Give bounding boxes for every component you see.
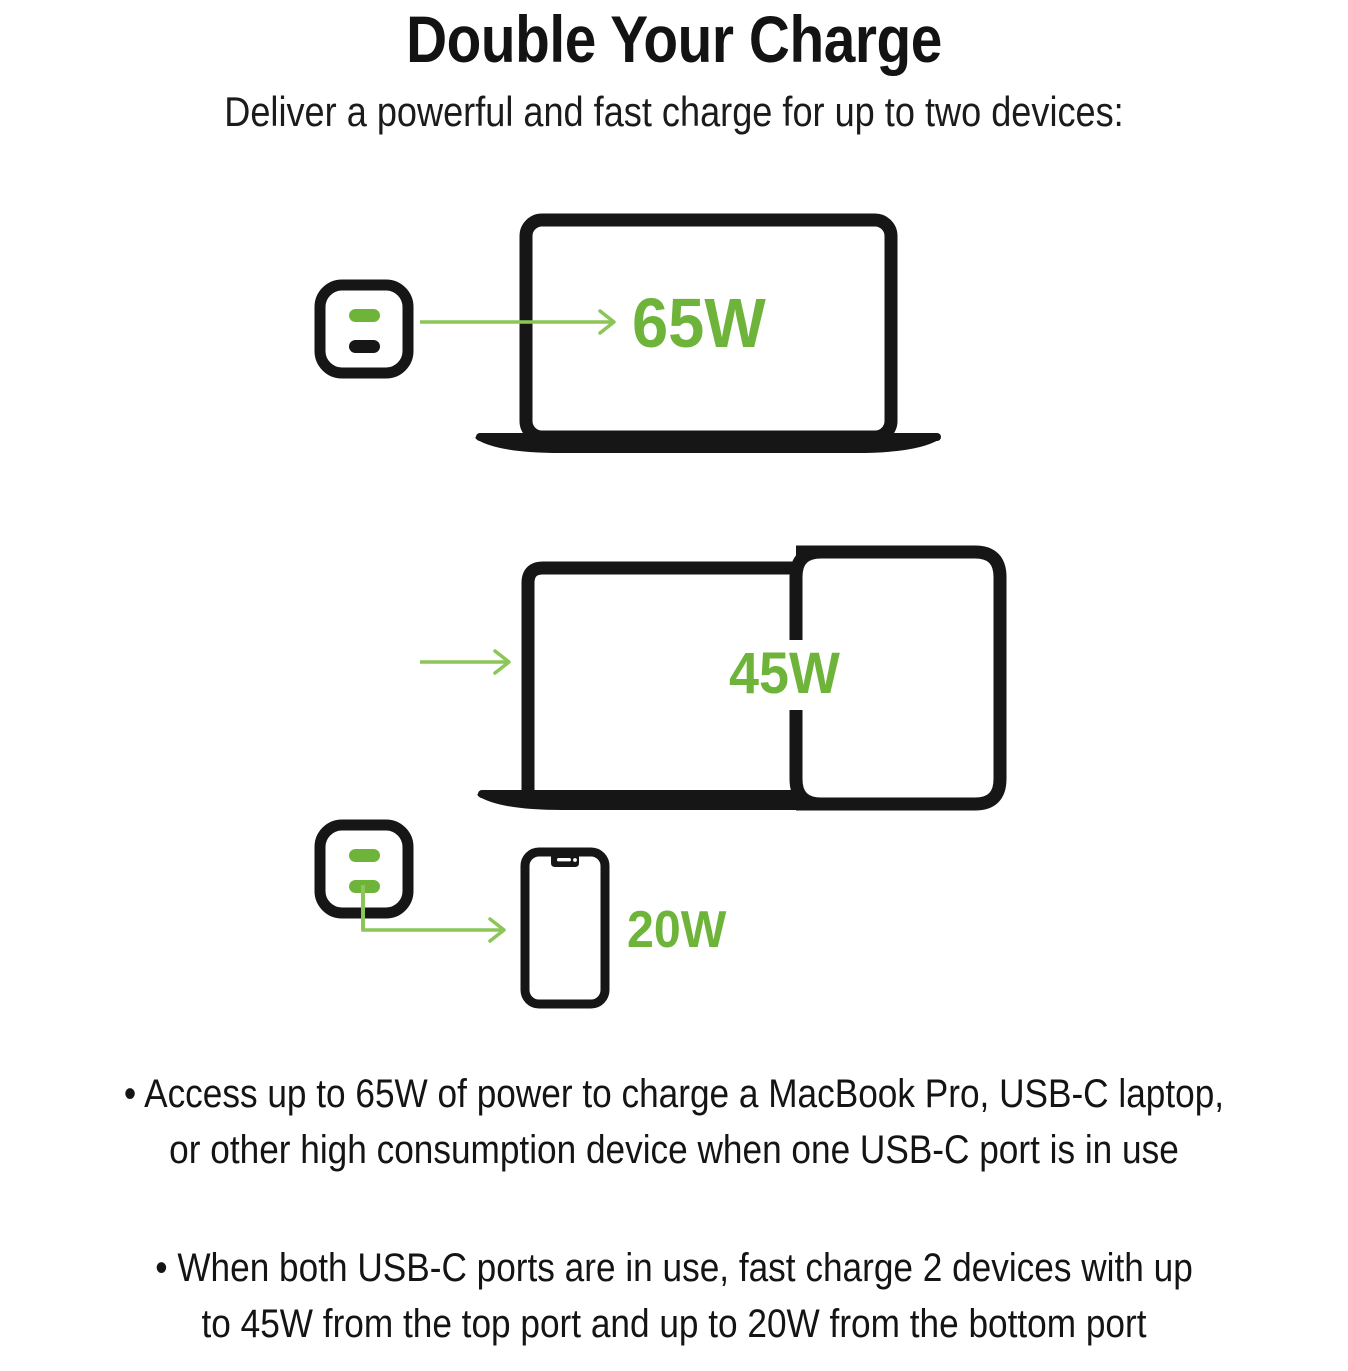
feature-bullet-list: • Access up to 65W of power to charge a … bbox=[0, 1066, 1348, 1352]
scenario-two-group: 45W 20W bbox=[314, 545, 1007, 1009]
phone-camera bbox=[573, 858, 577, 862]
arrow-head bbox=[493, 649, 511, 675]
power-arrow-20w bbox=[361, 885, 506, 943]
tablet-icon-45w bbox=[789, 545, 1007, 811]
laptop-screen-outline bbox=[521, 561, 800, 793]
arrow-head bbox=[598, 309, 616, 335]
charging-diagram-svg: 65W bbox=[314, 213, 1007, 1009]
laptop-base-edge bbox=[478, 790, 800, 798]
arrow-head bbox=[488, 917, 506, 943]
charging-diagram: 65W bbox=[0, 185, 1348, 1055]
tablet-left-border-top bbox=[789, 545, 822, 640]
page-title: Double Your Charge bbox=[406, 2, 942, 76]
charger-port-bottom-inactive bbox=[349, 340, 380, 353]
arrow-elbow-visible bbox=[361, 887, 502, 932]
laptop-base-edge bbox=[476, 433, 941, 441]
power-arrow-65w bbox=[420, 309, 616, 335]
charger-icon-single-active bbox=[314, 279, 414, 379]
tablet-outline-main bbox=[796, 545, 1007, 811]
charger-port-top-active bbox=[349, 849, 380, 862]
charger-port-top-active bbox=[349, 309, 380, 322]
tablet-left-border-bottom bbox=[789, 710, 822, 811]
scenario-one-group: 65W bbox=[314, 213, 941, 453]
phone-body bbox=[520, 847, 610, 1009]
charger-body bbox=[314, 279, 414, 379]
page-subtitle: Deliver a powerful and fast charge for u… bbox=[224, 88, 1124, 135]
feature-bullet-item: • When both USB-C ports are in use, fast… bbox=[155, 1246, 1193, 1346]
wattage-label-20w: 20W bbox=[627, 900, 727, 958]
laptop-icon-45w bbox=[477, 561, 800, 810]
smartphone-icon-20w bbox=[520, 847, 610, 1009]
header: Double Your Charge Deliver a powerful an… bbox=[0, 0, 1348, 136]
feature-bullet-item: • Access up to 65W of power to charge a … bbox=[123, 1072, 1225, 1172]
laptop-icon-65w bbox=[475, 213, 941, 453]
wattage-label-45w: 45W bbox=[729, 640, 840, 705]
phone-speaker bbox=[557, 858, 571, 862]
power-arrow-45w bbox=[420, 649, 511, 675]
wattage-label-65w: 65W bbox=[632, 285, 766, 363]
charger-icon-dual-active bbox=[314, 819, 414, 919]
